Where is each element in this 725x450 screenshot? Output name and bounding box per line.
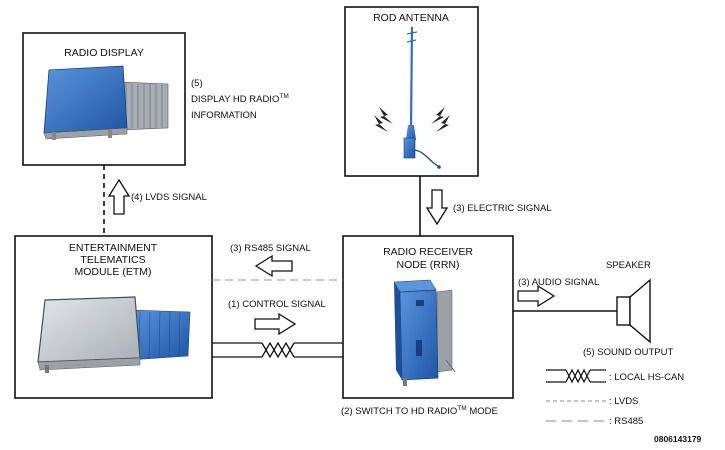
control-arrow-icon [254, 312, 297, 336]
radio-display-title: RADIO DISPLAY [64, 47, 144, 59]
wave-icon-left [374, 107, 393, 132]
legend: : LOCAL HS-CAN : LVDS : RS485 [546, 368, 684, 427]
electric-arrow-icon [425, 189, 449, 226]
wave-icon-right [431, 107, 450, 132]
etm-title-line-1: ENTERTAINMENT [69, 242, 158, 254]
legend-hs-can-symbol [546, 368, 606, 384]
speaker-title: SPEAKER [606, 260, 651, 271]
display-info-line-2: INFORMATION [191, 110, 257, 121]
rs485-arrow-icon [254, 254, 293, 278]
speaker: SPEAKER (5) SOUND OUTPUT [583, 260, 673, 358]
rod-antenna-box: ROD ANTENNA [344, 6, 479, 177]
display-info-line-1: DISPLAY HD RADIOTM [191, 93, 289, 105]
switch-mode-label: (2) SWITCH TO HD RADIOTM MODE [341, 405, 498, 417]
lvds-signal-label: (4) LVDS SIGNAL [131, 192, 207, 203]
radio-display-image [43, 65, 169, 140]
rrn-image [393, 279, 456, 386]
rrn-title-line-2: NODE (RRN) [397, 259, 460, 271]
electric-signal-label: (3) ELECTRIC SIGNAL [453, 203, 552, 214]
audio-arrow-icon [517, 284, 556, 308]
etm-box: ENTERTAINMENT TELEMATICS MODULE (ETM) [14, 235, 213, 399]
rod-antenna-title: ROD ANTENNA [373, 12, 449, 24]
rs485-signal-label: (3) RS485 SIGNAL [230, 243, 311, 254]
lvds-arrow-icon [107, 178, 131, 215]
hs-can-connection [212, 341, 343, 359]
rrn-box: RADIO RECEIVER NODE (RRN) [342, 235, 514, 399]
etm-image [37, 296, 191, 373]
audio-signal-label: (3) AUDIO SIGNAL [518, 277, 599, 288]
rrn-title-line-1: RADIO RECEIVER [383, 246, 473, 258]
legend-hs-can-label: : LOCAL HS-CAN [609, 372, 684, 383]
document-id: 0806143179 [654, 434, 702, 444]
rod-antenna-image [403, 26, 441, 169]
radio-display-box: RADIO DISPLAY [22, 32, 186, 166]
sound-output-label: (5) SOUND OUTPUT [583, 347, 673, 358]
control-signal-label: (1) CONTROL SIGNAL [228, 299, 326, 310]
etm-title-line-2: TELEMATICS [80, 254, 145, 266]
etm-title-line-3: MODULE (ETM) [75, 266, 152, 278]
display-info-number: (5) [191, 78, 203, 89]
speaker-icon [616, 278, 651, 344]
legend-lvds-label: : LVDS [609, 396, 638, 407]
legend-rs485-label: : RS485 [609, 416, 643, 427]
